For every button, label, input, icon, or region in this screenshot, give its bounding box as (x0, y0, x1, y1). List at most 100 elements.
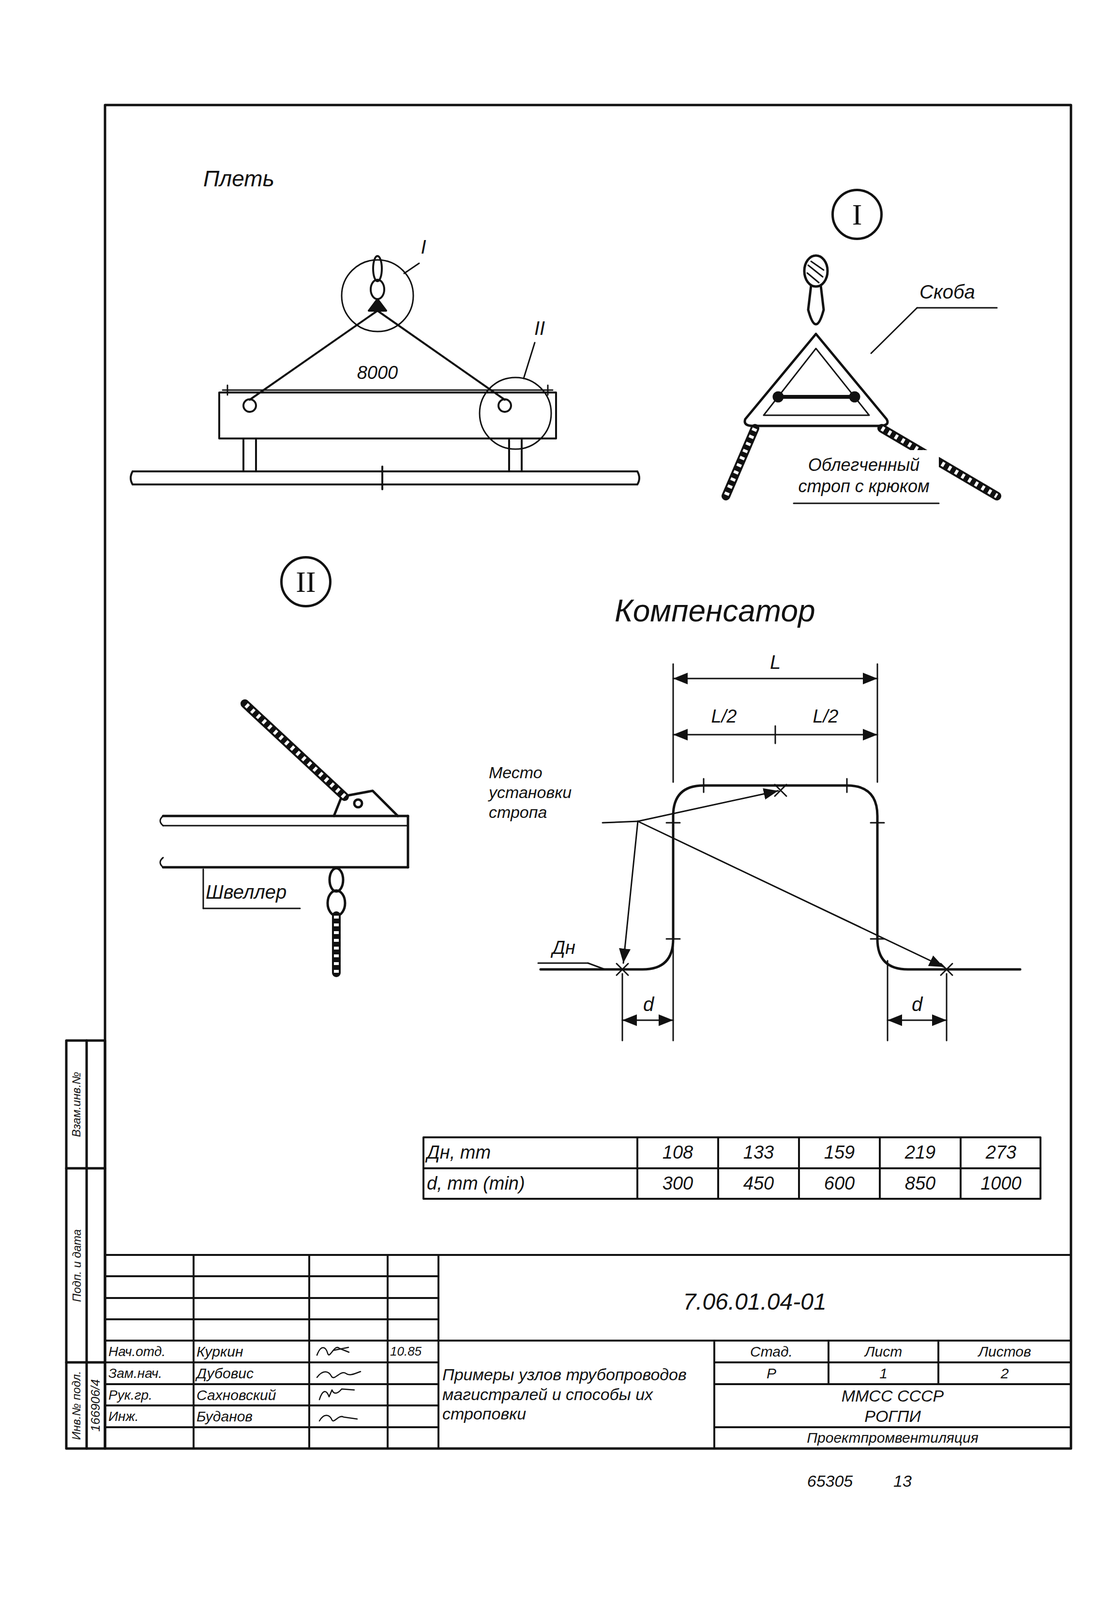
title-block-grid (437, 1254, 440, 1449)
expansion-loop (887, 960, 889, 1041)
table-grid (423, 1167, 1041, 1170)
shackle-detail (793, 502, 939, 505)
shackle-detail (917, 307, 997, 309)
table-grid (423, 1137, 1041, 1199)
title-block-cell: Листов (940, 1341, 1070, 1362)
pipe-string-view (404, 263, 420, 274)
title-block-cell: Сахновский (196, 1385, 307, 1405)
pipe-string-view (132, 483, 638, 486)
channel-detail (244, 703, 345, 797)
drawing-label: L/2 (706, 700, 742, 733)
table-cell: 133 (720, 1139, 798, 1167)
drawing-label: II (525, 313, 555, 343)
pipe-string-view (249, 310, 378, 400)
expansion-loop (666, 822, 680, 824)
sheet-frame (66, 1361, 106, 1364)
table-cell: Дн, mm (426, 1139, 635, 1167)
table-cell: 159 (800, 1139, 878, 1167)
title-block-grid (105, 1275, 439, 1278)
title-block-cell: Р (716, 1363, 827, 1384)
sheet-frame (66, 105, 1071, 1449)
channel-detail (163, 825, 408, 827)
expansion-loop (587, 963, 605, 970)
channel-detail (163, 866, 408, 869)
title-block-grid (937, 1340, 940, 1385)
title-block-grid (386, 1254, 389, 1449)
title-block-cell: Стад. (716, 1341, 827, 1362)
channel-detail (406, 815, 410, 868)
drawing-label: Компенсатор (614, 587, 905, 634)
title-block-grid (438, 1339, 1071, 1342)
title-block-cell: Лист (830, 1341, 937, 1362)
shackle-detail (773, 392, 783, 402)
table-cell: 300 (639, 1170, 717, 1198)
drawing-label: d (633, 991, 663, 1018)
expansion-loop (876, 663, 879, 783)
table-cell: 600 (800, 1170, 878, 1198)
pipe-string-view (130, 256, 640, 490)
expansion-loop (540, 785, 1021, 970)
title-block-grid (714, 1383, 1071, 1386)
margin-stamp-cell: Инв.№ подл. (67, 1363, 86, 1447)
title-block-grid (192, 1254, 195, 1449)
title-block-grid (105, 1361, 439, 1364)
pipe-string-view (509, 438, 522, 472)
title-block-cell: ММСС СССР (716, 1385, 1070, 1406)
table-cell: 1000 (962, 1170, 1040, 1198)
title-block-cell: Куркин (196, 1341, 307, 1362)
expansion-loop (538, 663, 1021, 1041)
expansion-loop (774, 725, 777, 744)
pipe-string-view (498, 399, 512, 412)
title-block-cell: 10.85 (390, 1341, 437, 1362)
pipe-string-view (222, 389, 553, 392)
expansion-loop (887, 1019, 947, 1022)
title-block-grid (105, 1404, 439, 1407)
expansion-loop (672, 663, 675, 783)
title-block-cell: 2 (940, 1363, 1070, 1384)
detail-callout-circle: II (280, 556, 332, 608)
table-cell: 850 (881, 1170, 959, 1198)
drawing-label: 8000 (338, 360, 417, 386)
pipe-string-view (243, 399, 257, 412)
callout-numeral: I (852, 199, 863, 230)
margin-stamp-cell: 166906/4 (87, 1363, 105, 1447)
pipe-string-view (377, 310, 505, 400)
table-grid (798, 1137, 800, 1199)
title-block-cell: 1 (830, 1363, 937, 1384)
expansion-loop (666, 938, 680, 940)
signature-scribble (319, 1415, 358, 1421)
callout-numeral: II (295, 566, 316, 597)
table-cell: 219 (881, 1139, 959, 1167)
title-block-grid (105, 1254, 1071, 1449)
pipe-string-view (243, 438, 257, 472)
title-block-cell: Нач.отд. (108, 1341, 192, 1362)
channel-detail (203, 907, 301, 910)
shackle-detail (778, 394, 855, 399)
shackle-detail (725, 428, 755, 497)
drawing-label: Швеллер (205, 878, 313, 906)
shackle-detail (763, 348, 870, 416)
title-block-grid (105, 1383, 439, 1386)
shackle-detail (871, 307, 918, 354)
shackle-detail (807, 261, 824, 283)
title-block-grid (105, 1339, 439, 1342)
margin-stamp-cell: Подп. и дата (67, 1170, 86, 1361)
pipe-string-view (226, 385, 229, 395)
title-block-cell: Проектпромвентиляция (716, 1428, 1070, 1447)
drawing-label: Плеть (203, 162, 301, 196)
pipe-string-view (523, 342, 535, 379)
title-block-cell: Дубовис (196, 1363, 307, 1384)
table-grid (959, 1137, 962, 1199)
table-cell: 108 (639, 1139, 717, 1167)
signature-scribble (319, 1388, 355, 1400)
title-block-grid (713, 1340, 716, 1449)
sheet-frame (85, 1040, 89, 1449)
title-block-grid (105, 1426, 439, 1429)
drawing-label: Скоба (919, 278, 1002, 306)
pipe-string-view (219, 392, 557, 439)
expansion-loop (870, 822, 885, 824)
signature-scribble (316, 1347, 349, 1356)
title-block-cell: Примеры узлов трубопроводов магистралей … (442, 1343, 711, 1446)
drawing-label: I (411, 232, 436, 262)
